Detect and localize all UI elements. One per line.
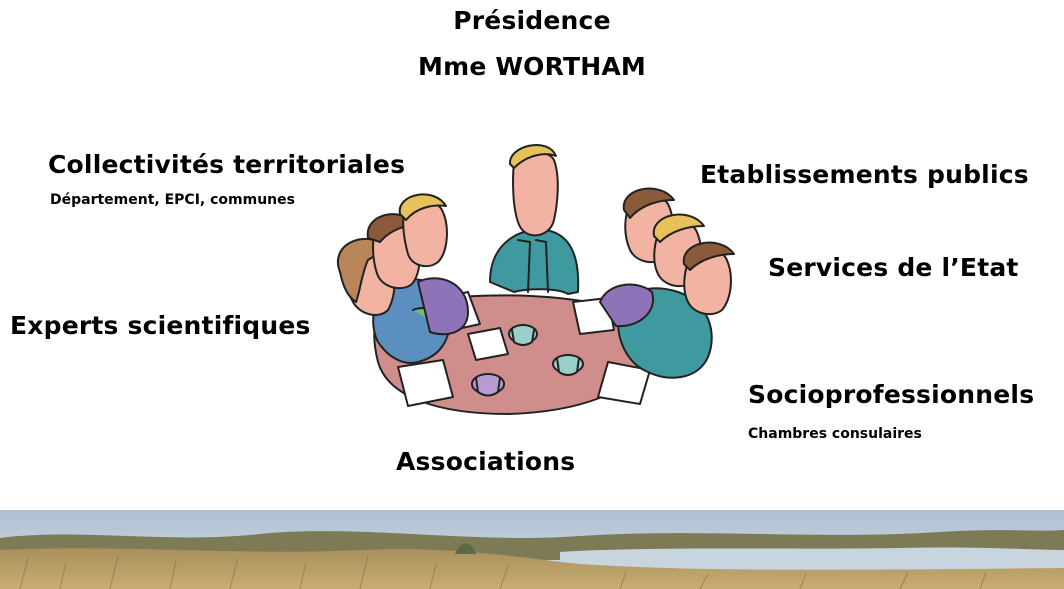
- presidence-name: Mme WORTHAM: [418, 52, 646, 81]
- associations-title: Associations: [396, 447, 576, 476]
- person-left-hair: [337, 237, 384, 303]
- person-left3-hair: [398, 193, 447, 221]
- paper-sheet: [397, 359, 454, 407]
- person-center-head: [512, 151, 559, 237]
- collectivites-title: Collectivités territoriales: [48, 150, 406, 179]
- paper-sheet: [467, 327, 509, 361]
- person-right-hair: [622, 187, 675, 219]
- presidence-title: Présidence: [453, 6, 611, 35]
- socioprofessionnels-title: Socioprofessionnels: [748, 380, 1035, 409]
- person-right2-hair: [652, 213, 705, 243]
- landscape-banner: [0, 510, 1064, 589]
- person-center-body: [489, 228, 580, 295]
- etablissements-title: Etablissements publics: [700, 160, 1029, 189]
- small-tree: [455, 543, 476, 554]
- socioprofessionnels-subtitle: Chambres consulaires: [748, 426, 922, 442]
- meeting-illustration: [337, 144, 735, 415]
- paper-sheet: [597, 361, 651, 405]
- services-title: Services de l’Etat: [768, 253, 1019, 282]
- experts-title: Experts scientifiques: [10, 311, 311, 340]
- person-center-hair: [508, 144, 557, 169]
- grassland: [0, 548, 1064, 589]
- collectivites-subtitle: Département, EPCI, communes: [50, 192, 295, 208]
- person-right3-hair: [682, 241, 735, 271]
- water: [560, 547, 1064, 571]
